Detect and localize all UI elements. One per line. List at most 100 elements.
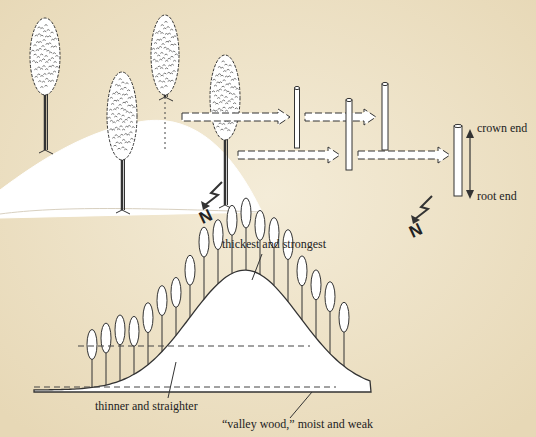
leaf-mark [127,90,130,91]
leaf-mark [115,84,118,85]
tree [107,72,137,214]
tree [171,277,181,335]
leaf-mark [167,72,170,73]
leaf-mark [35,62,38,63]
leaf-mark [222,124,225,125]
leaf-mark [173,71,176,72]
leaf-mark [115,92,118,93]
tree [129,316,139,374]
leaf-mark [112,93,115,94]
leaf-mark [214,95,217,96]
label: crown end [477,122,527,135]
tree [143,303,153,365]
trunk [344,328,345,366]
leaf-mark [40,35,43,36]
leaf-mark [121,108,124,109]
leaf-mark [217,98,220,99]
leaf-mark [222,86,225,87]
leaf-mark [121,82,124,83]
leaf-mark [32,61,35,62]
leaf-mark [129,112,132,113]
trunk [302,282,303,320]
leaf-mark [155,32,158,33]
leaf-mark [36,42,39,43]
log-body [295,88,300,148]
tree [115,315,125,381]
leaf-mark [124,134,127,135]
tree [325,282,335,354]
crown [311,270,321,300]
leaf-mark [108,117,111,118]
leaf-mark [223,107,226,108]
leaf-mark [173,36,176,37]
leaf-mark [225,103,228,104]
leaf-mark [45,78,48,79]
leaf-mark [166,49,169,50]
leaf-mark [35,76,38,77]
leader-line [252,254,262,280]
tree [210,55,240,209]
dashed-level [78,346,310,347]
north-arrow [205,182,222,205]
leaf-mark [55,55,58,56]
leaf-mark [130,138,133,139]
leaf-mark [48,36,51,37]
leaf-mark [117,129,120,130]
leaf-mark [164,47,167,48]
leaf-mark [130,121,133,122]
leaf-mark [235,96,238,97]
leaf-mark [169,50,172,51]
leaf-mark [48,60,51,61]
roots [116,210,130,214]
crown [171,277,181,307]
tree [157,286,167,352]
leaf-mark [158,66,161,67]
leaf-mark [120,134,123,135]
leaf-mark [219,123,222,124]
hill-profile [34,270,371,392]
crown [151,15,179,95]
leaf-mark [222,61,225,62]
trunk [316,296,317,338]
leaf-mark [235,108,238,109]
leaf-mark [165,78,168,79]
leaf-mark [231,122,234,123]
leaf-mark [49,66,52,67]
leaf-mark [51,80,54,81]
leaf-mark [122,94,125,95]
leaf-mark [34,54,37,55]
crown [199,227,209,257]
crown-root-arrow [469,132,470,196]
tree [339,302,349,366]
leaf-mark [54,62,57,63]
leaf-mark [175,54,178,55]
leaf-mark [168,80,171,81]
leaf-mark [51,32,54,33]
leader-line [290,392,312,418]
leaf-mark [118,93,121,94]
leaf-mark [127,141,130,142]
leaf-mark [159,46,162,47]
leaf-mark [110,120,113,121]
leaf-mark [119,104,122,105]
leader-line [168,362,176,398]
leaf-mark [43,40,46,41]
leaf-mark [214,85,217,86]
crown [115,315,125,345]
leaf-mark [45,56,48,57]
leaf-mark [164,21,167,22]
leaf-mark [225,76,228,77]
dashed-arrow [238,147,340,163]
leaf-mark [216,82,219,83]
trunk [106,349,107,385]
leaf-mark [218,74,221,75]
leaf-mark [219,89,222,90]
tree [151,15,179,101]
leaf-mark [223,71,226,72]
tree [241,198,251,270]
tree [199,227,209,299]
leaf-mark [115,135,118,136]
leaf-mark [218,108,221,109]
log-end [295,86,300,89]
